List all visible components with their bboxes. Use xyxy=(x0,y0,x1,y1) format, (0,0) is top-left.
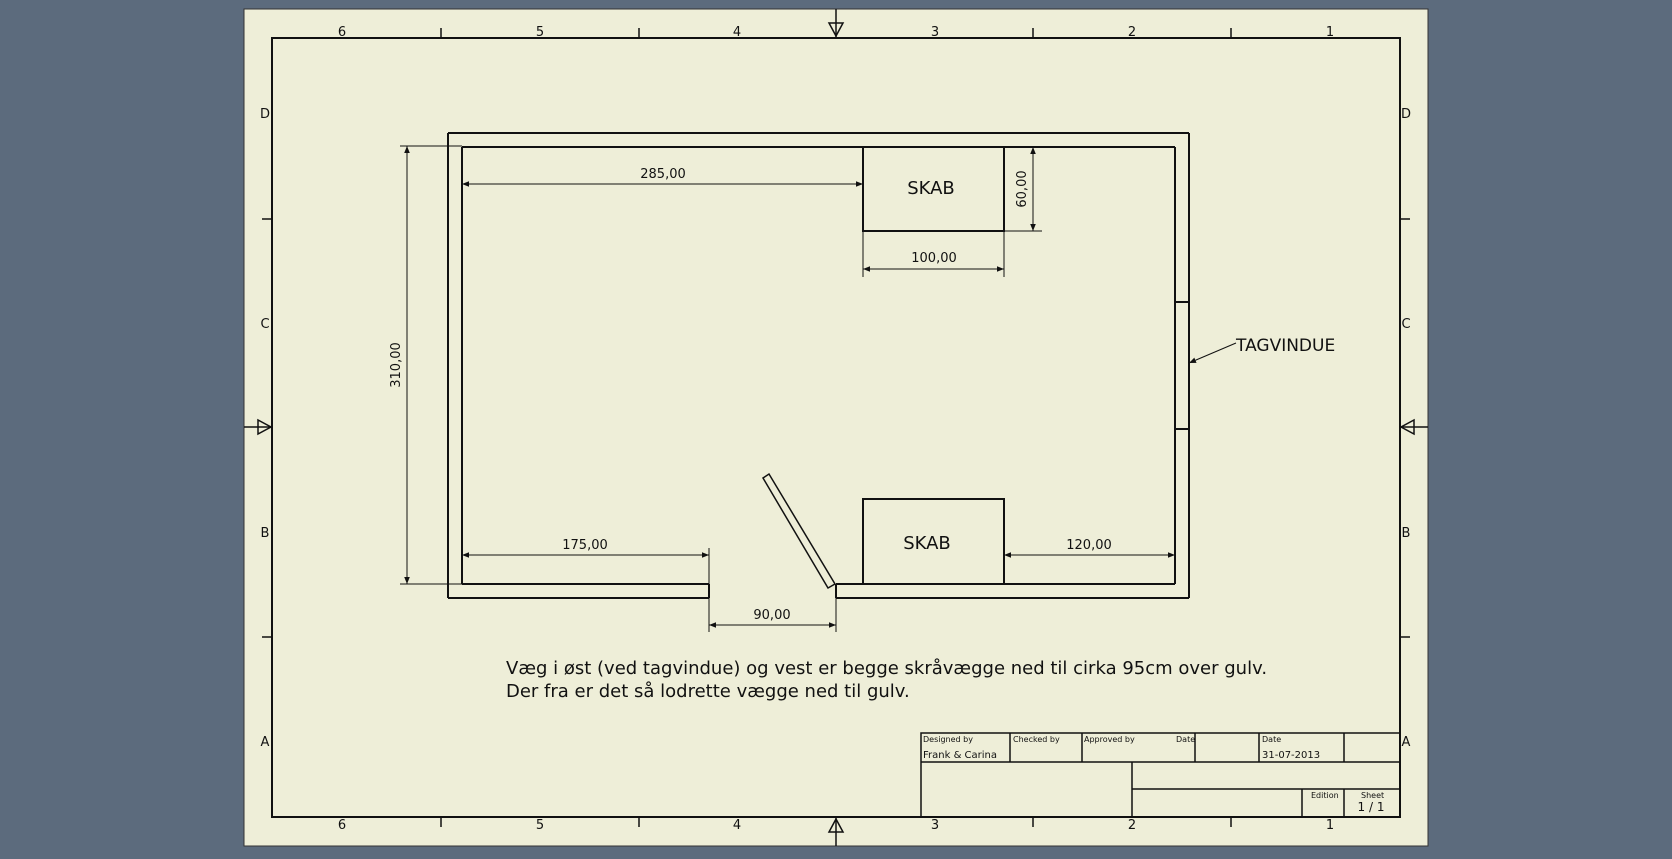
border-top-1: 1 xyxy=(1326,25,1334,40)
sheet-label: Sheet xyxy=(1361,791,1384,800)
roof-window xyxy=(1175,301,1189,430)
room-walls xyxy=(447,132,1190,599)
border-ticks xyxy=(262,28,1410,827)
border-left-D: D xyxy=(260,107,270,122)
cabinet-bottom-label: SKAB xyxy=(903,533,951,554)
sheet-value: 1 / 1 xyxy=(1358,800,1385,814)
border-right-A: A xyxy=(1402,735,1411,750)
border-top-5: 5 xyxy=(536,25,544,40)
border-bottom-2: 2 xyxy=(1128,818,1136,833)
note-line-1: Væg i øst (ved tagvindue) og vest er beg… xyxy=(506,658,1267,679)
border-top-2: 2 xyxy=(1128,25,1136,40)
border-bottom-3: 3 xyxy=(931,818,939,833)
cabinet-top-label: SKAB xyxy=(907,178,955,199)
edition-label: Edition xyxy=(1311,791,1339,800)
centering-marks xyxy=(244,9,1428,846)
border-top-4: 4 xyxy=(733,25,741,40)
border-left-C: C xyxy=(260,317,269,332)
border-left-B: B xyxy=(261,526,270,541)
window-label: TAGVINDUE xyxy=(1235,336,1335,356)
designed-by-value: Frank & Carina xyxy=(923,750,997,761)
dimensions xyxy=(400,145,1175,632)
date-value: 31-07-2013 xyxy=(1262,750,1320,761)
door-leaf xyxy=(761,472,837,590)
border-bottom-6: 6 xyxy=(338,818,346,833)
dim-60: 60,00 xyxy=(1015,170,1030,207)
border-right-C: C xyxy=(1401,317,1410,332)
cabinet-top xyxy=(862,146,1005,232)
border-left-A: A xyxy=(261,735,270,750)
dim-285: 285,00 xyxy=(640,167,686,182)
dim-100: 100,00 xyxy=(911,251,957,266)
border-bottom-1: 1 xyxy=(1326,818,1334,833)
dim-175: 175,00 xyxy=(562,538,608,553)
date-label-1: Date xyxy=(1176,735,1195,744)
border-bottom-5: 5 xyxy=(536,818,544,833)
cabinet-bottom xyxy=(862,498,1005,585)
date-label-2: Date xyxy=(1262,735,1281,744)
note-line-2: Der fra er det så lodrette vægge ned til… xyxy=(506,681,910,702)
border-top-6: 6 xyxy=(338,25,346,40)
title-block xyxy=(920,732,1401,818)
checked-by-label: Checked by xyxy=(1013,735,1060,744)
window-leader xyxy=(1188,342,1237,364)
designed-by-label: Designed by xyxy=(923,735,973,744)
dim-90: 90,00 xyxy=(753,608,790,623)
paper-sheet xyxy=(243,8,1429,847)
border-right-D: D xyxy=(1401,107,1411,122)
dim-120: 120,00 xyxy=(1066,538,1112,553)
approved-by-label: Approved by xyxy=(1084,735,1135,744)
border-bottom-4: 4 xyxy=(733,818,741,833)
border-top-3: 3 xyxy=(931,25,939,40)
border-right-B: B xyxy=(1402,526,1411,541)
dim-310: 310,00 xyxy=(389,342,404,388)
